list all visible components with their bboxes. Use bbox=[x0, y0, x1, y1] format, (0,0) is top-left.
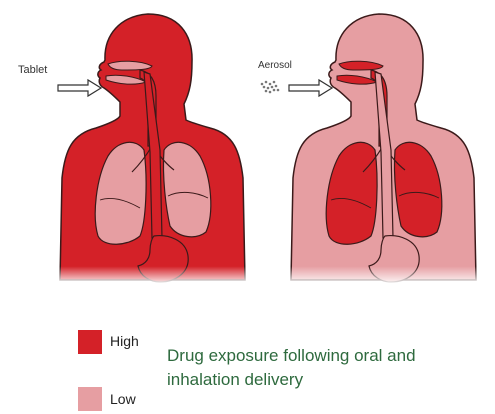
diagram-caption: Drug exposure following oral and inhalat… bbox=[167, 344, 487, 392]
caption-line-1: Drug exposure following oral and bbox=[167, 344, 487, 368]
aerosol-arrow-icon bbox=[289, 80, 332, 96]
oral-body-figure bbox=[55, 14, 250, 285]
legend-swatch-high bbox=[78, 330, 102, 354]
tablet-arrow-icon bbox=[58, 80, 101, 96]
caption-line-2: inhalation delivery bbox=[167, 368, 487, 392]
legend-label-high: High bbox=[110, 333, 139, 349]
legend-label-low: Low bbox=[110, 391, 136, 407]
tablet-label: Tablet bbox=[18, 64, 47, 76]
aerosol-label: Aerosol bbox=[258, 60, 292, 71]
aerosol-particles-icon bbox=[261, 81, 280, 94]
legend-swatch-low bbox=[78, 387, 102, 411]
inhalation-body-figure bbox=[286, 14, 481, 285]
